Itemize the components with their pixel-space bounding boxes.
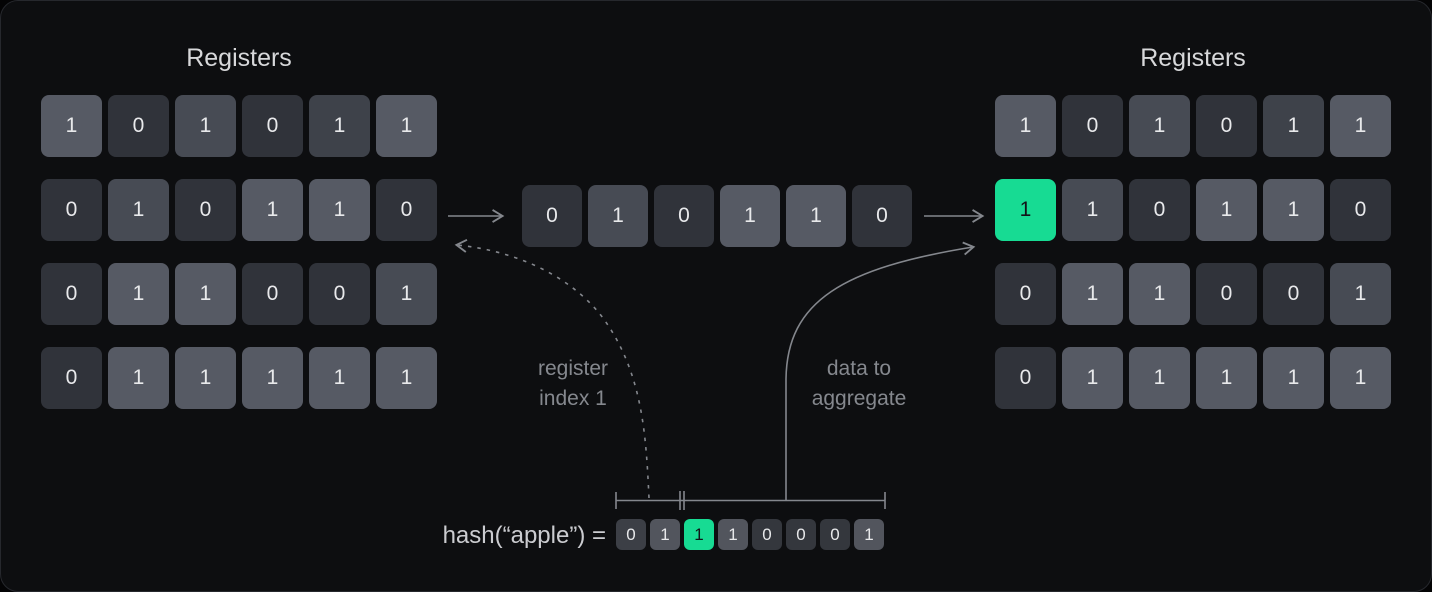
register-cell: 0	[1129, 179, 1190, 241]
register-cell: 1	[108, 263, 169, 325]
hash-bit: 1	[854, 519, 884, 550]
register-cell: 1	[1129, 347, 1190, 409]
register-cell: 1	[242, 347, 303, 409]
register-cell: 0	[108, 95, 169, 157]
register-cell: 1	[1062, 347, 1123, 409]
register-cell: 1	[1263, 179, 1324, 241]
register-cell: 1	[175, 263, 236, 325]
register-cell: 1	[376, 95, 437, 157]
register-cell: 1	[108, 347, 169, 409]
register-cell: 0	[175, 179, 236, 241]
hash-bit: 1	[650, 519, 680, 550]
register-cell: 1	[995, 95, 1056, 157]
register-cell: 0	[41, 347, 102, 409]
register-cell: 0	[376, 179, 437, 241]
register-cell: 1	[1263, 347, 1324, 409]
register-cell: 1	[1330, 263, 1391, 325]
register-cell: 1	[995, 179, 1056, 241]
hash-expression-label: hash(“apple”) =	[442, 522, 606, 549]
register-cell: 1	[1330, 95, 1391, 157]
register-cell: 1	[376, 263, 437, 325]
register-cell: 0	[852, 185, 912, 247]
hash-bit: 0	[786, 519, 816, 550]
hash-bit: 0	[752, 519, 782, 550]
register-cell: 0	[41, 263, 102, 325]
register-cell: 1	[1263, 95, 1324, 157]
data-to-aggregate-label-line1: data to	[826, 357, 892, 380]
register-cell: 1	[720, 185, 780, 247]
register-cell: 1	[1129, 95, 1190, 157]
register-cell: 1	[1129, 263, 1190, 325]
register-cell: 0	[1062, 95, 1123, 157]
register-index-label: register index 1	[463, 354, 683, 414]
data-to-aggregate-label: data to aggregate	[749, 354, 969, 414]
register-cell: 1	[41, 95, 102, 157]
register-cell: 1	[1330, 347, 1391, 409]
left-registers-title: Registers	[186, 44, 292, 72]
register-cell: 0	[1196, 263, 1257, 325]
register-index-label-line1: register	[537, 357, 609, 380]
right-registers-title: Registers	[1140, 44, 1246, 72]
register-cell: 0	[1263, 263, 1324, 325]
register-cell: 1	[242, 179, 303, 241]
hash-bits-bracket	[615, 491, 886, 510]
register-cell: 1	[376, 347, 437, 409]
register-cell: 1	[1062, 179, 1123, 241]
register-cell: 1	[1062, 263, 1123, 325]
register-cell: 0	[242, 263, 303, 325]
register-cell: 1	[108, 179, 169, 241]
register-cell: 1	[175, 347, 236, 409]
register-cell: 1	[309, 347, 370, 409]
data-to-aggregate-label-line2: aggregate	[811, 387, 907, 410]
register-cell: 1	[786, 185, 846, 247]
register-cell: 1	[588, 185, 648, 247]
register-cell: 0	[995, 263, 1056, 325]
register-cell: 1	[1196, 179, 1257, 241]
register-cell: 0	[41, 179, 102, 241]
register-cell: 0	[242, 95, 303, 157]
register-cell: 0	[654, 185, 714, 247]
hash-bit: 0	[820, 519, 850, 550]
hash-bit: 1	[684, 519, 714, 550]
register-cell: 1	[175, 95, 236, 157]
register-cell: 0	[1196, 95, 1257, 157]
hash-bit: 0	[616, 519, 646, 550]
register-cell: 1	[309, 179, 370, 241]
register-cell: 1	[309, 95, 370, 157]
register-index-label-line2: index 1	[539, 387, 607, 410]
register-cell: 0	[1330, 179, 1391, 241]
register-cell: 1	[1196, 347, 1257, 409]
register-cell: 0	[309, 263, 370, 325]
hash-bit: 1	[718, 519, 748, 550]
register-cell: 0	[995, 347, 1056, 409]
register-cell: 0	[522, 185, 582, 247]
